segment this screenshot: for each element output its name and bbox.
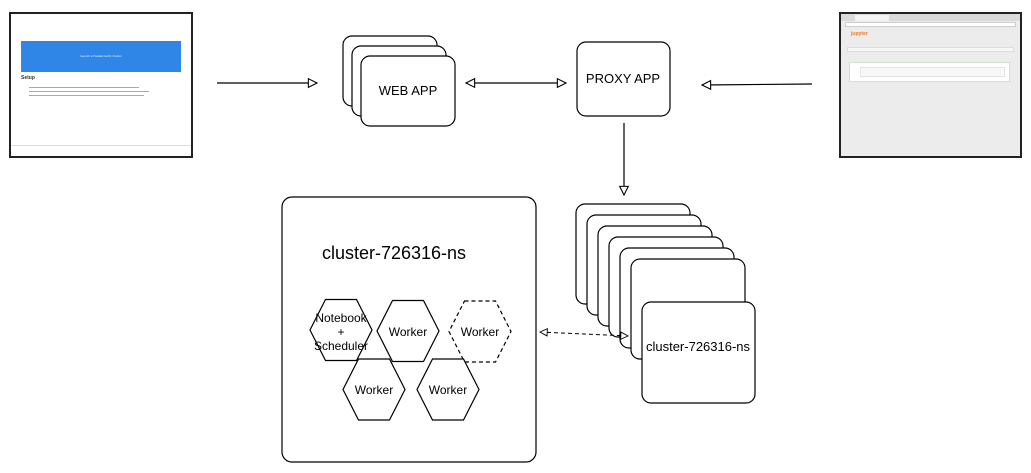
notebook-cell xyxy=(849,62,1010,82)
pod-label: Worker xyxy=(461,325,499,339)
setup-heading: Setup xyxy=(21,75,35,81)
web-app-screenshot-thumbnail: Launch a Parallel GoPy Cluster Setup xyxy=(9,12,193,158)
cluster-stack-front-label: cluster-726316-ns xyxy=(646,339,751,354)
dashed-hexagon-pod xyxy=(448,300,512,363)
cluster-namespaces-stack: cluster-726316-ns xyxy=(575,203,756,404)
pod-worker-1: Worker xyxy=(376,299,440,363)
browser-tab xyxy=(855,15,889,21)
hexagon-pod xyxy=(376,299,440,363)
web-app-box xyxy=(360,55,456,127)
browser-chrome xyxy=(841,14,1020,21)
pod-label-line-2: + xyxy=(337,325,344,339)
pod-worker-2: Worker xyxy=(342,358,406,421)
setup-text-line xyxy=(29,91,149,92)
hexagon-pod xyxy=(342,358,406,421)
footer-divider xyxy=(11,145,191,146)
pod-label-line-3: Scheduler xyxy=(314,339,368,353)
web-app-stack: WEB APP xyxy=(342,35,456,127)
pod-worker-3: Worker xyxy=(416,358,480,421)
notebook-toolbar xyxy=(847,47,1014,52)
proxy-app-node: PROXY APP xyxy=(576,41,671,117)
setup-text-line xyxy=(29,87,139,88)
notebook-to-proxy-arrow xyxy=(702,84,813,85)
cluster-namespace-title: cluster-726316-ns xyxy=(322,243,466,263)
pod-label: Worker xyxy=(429,383,467,397)
browser-url-bar xyxy=(845,22,1016,27)
pod-label: Worker xyxy=(389,325,427,339)
cluster-stack-front-box xyxy=(641,301,756,404)
notebook-cell-input xyxy=(860,67,1005,77)
pod-worker-pending: Worker xyxy=(448,300,512,363)
pod-notebook-scheduler: Notebook + Scheduler xyxy=(309,298,373,362)
proxy-app-box xyxy=(576,41,671,117)
hexagon-pod xyxy=(309,298,373,362)
hexagon-pod xyxy=(416,358,480,421)
web-app-label: WEB APP xyxy=(379,83,438,98)
jupyter-logo: jupyter xyxy=(851,31,868,37)
cluster-link-dashed-arrow xyxy=(540,332,628,336)
proxy-app-label: PROXY APP xyxy=(586,71,660,86)
launch-cluster-banner: Launch a Parallel GoPy Cluster xyxy=(21,41,181,72)
setup-text-line xyxy=(29,95,144,96)
pod-label-line-1: Notebook xyxy=(315,311,367,325)
pod-label: Worker xyxy=(355,383,393,397)
jupyter-notebook-screenshot-thumbnail: jupyter xyxy=(839,12,1022,158)
